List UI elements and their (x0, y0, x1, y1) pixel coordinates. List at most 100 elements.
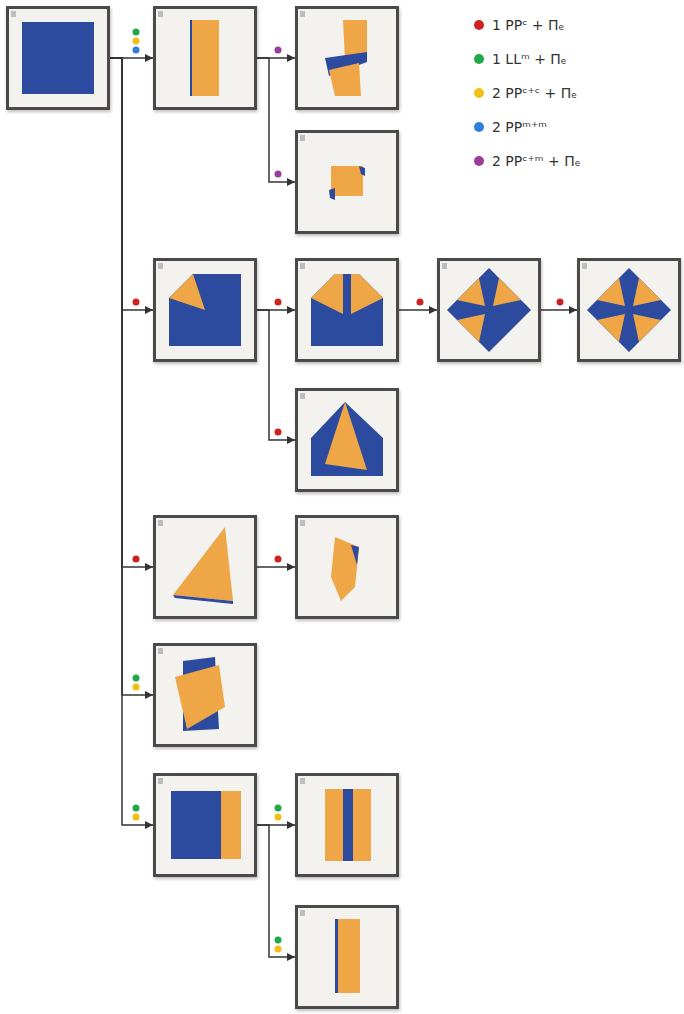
cloth-shape (300, 135, 305, 141)
cloth-state-box (437, 258, 541, 362)
cloth-shape (153, 6, 257, 110)
arrow-connector (257, 566, 295, 568)
action-dot (133, 805, 140, 812)
arrow-connector (257, 825, 295, 957)
legend-text: 1 LLᵐ + Πₑ (492, 51, 567, 67)
legend-row: 1 PPᶜ + Πₑ (474, 8, 581, 42)
cloth-shape (295, 388, 399, 492)
arrow-connector (257, 310, 295, 440)
cloth-shape (190, 20, 192, 96)
cloth-shape (173, 527, 233, 601)
cloth-shape (311, 402, 383, 476)
cloth-shape (171, 791, 221, 859)
legend-text: 1 PPᶜ + Πₑ (492, 17, 564, 33)
cloth-shape (325, 789, 343, 861)
cloth-shape (153, 515, 257, 619)
arrow-connector (110, 58, 153, 310)
action-dot (133, 814, 140, 821)
cloth-shape (597, 314, 625, 342)
cloth-state-box (295, 388, 399, 492)
legend-text: 2 PPᶜ⁺ᶜ + Πₑ (492, 85, 577, 101)
cloth-shape (295, 515, 399, 619)
cloth-shape (169, 274, 241, 346)
cloth-shape (153, 773, 257, 877)
cloth-state (437, 258, 541, 362)
cloth-shape (295, 130, 399, 234)
legend-text: 2 PPᶜ⁺ᵐ + Πₑ (492, 153, 581, 169)
action-dot (275, 47, 282, 54)
cloth-shape (633, 314, 661, 342)
legend-dot (474, 88, 484, 98)
action-dot (133, 556, 140, 563)
cloth-shape (633, 278, 661, 306)
action-dot (417, 299, 424, 306)
cloth-state (295, 388, 399, 492)
cloth-shape (6, 6, 110, 110)
legend-row: 2 PPᶜ⁺ᵐ + Πₑ (474, 144, 581, 178)
cloth-shape (493, 278, 521, 306)
cloth-state-box (295, 515, 399, 619)
arrow-connector (541, 309, 577, 311)
action-dot (557, 299, 564, 306)
cloth-shape (359, 166, 365, 176)
cloth-state-box (295, 258, 399, 362)
cloth-state-box (153, 643, 257, 747)
cloth-shape (353, 789, 371, 861)
cloth-shape (325, 402, 367, 470)
cloth-shape (447, 268, 531, 352)
cloth-state (6, 6, 110, 110)
cloth-shape (597, 278, 625, 306)
action-dot (275, 814, 282, 821)
cloth-state (295, 258, 399, 362)
action-dot (133, 675, 140, 682)
cloth-shape (169, 274, 205, 310)
cloth-shape (221, 791, 241, 859)
cloth-shape (158, 778, 163, 784)
cloth-shape (158, 520, 163, 526)
cloth-shape (158, 648, 163, 654)
action-dot (275, 937, 282, 944)
cloth-shape (153, 258, 257, 362)
action-dot (275, 946, 282, 953)
cloth-state (577, 258, 681, 362)
cloth-shape (300, 393, 305, 399)
legend-dot (474, 156, 484, 166)
cloth-shape (351, 274, 383, 314)
legend-row: 2 PPᵐ⁺ᵐ (474, 110, 581, 144)
cloth-shape (295, 773, 399, 877)
cloth-state (295, 515, 399, 619)
legend-dot (474, 122, 484, 132)
cloth-state (295, 773, 399, 877)
action-dot (133, 299, 140, 306)
cloth-state-box (295, 6, 399, 110)
cloth-shape (158, 263, 163, 269)
cloth-shape (175, 665, 225, 729)
cloth-state (153, 773, 257, 877)
cloth-state-box (153, 6, 257, 110)
cloth-state (295, 905, 399, 1009)
arrow-connector (399, 309, 437, 311)
cloth-shape (577, 258, 681, 362)
cloth-shape (335, 919, 338, 993)
legend-text: 2 PPᵐ⁺ᵐ (492, 119, 547, 135)
cloth-shape (338, 919, 360, 993)
cloth-state-box (295, 905, 399, 1009)
cloth-state (153, 258, 257, 362)
cloth-shape (343, 789, 353, 861)
cloth-shape (295, 905, 399, 1009)
cloth-shape (300, 11, 305, 17)
legend: 1 PPᶜ + Πₑ 1 LLᵐ + Πₑ 2 PPᶜ⁺ᶜ + Πₑ 2 PPᵐ⁺ᵐ 2… (474, 8, 581, 178)
action-dot (275, 429, 282, 436)
cloth-shape (311, 274, 383, 346)
cloth-state-box (153, 258, 257, 362)
cloth-shape (442, 263, 447, 269)
action-dot (275, 171, 282, 178)
cloth-state (295, 130, 399, 234)
cloth-shape (329, 63, 361, 96)
cloth-state-box (295, 773, 399, 877)
cloth-shape (22, 22, 94, 94)
action-dot (133, 38, 140, 45)
cloth-shape (300, 778, 305, 784)
action-dot (275, 556, 282, 563)
